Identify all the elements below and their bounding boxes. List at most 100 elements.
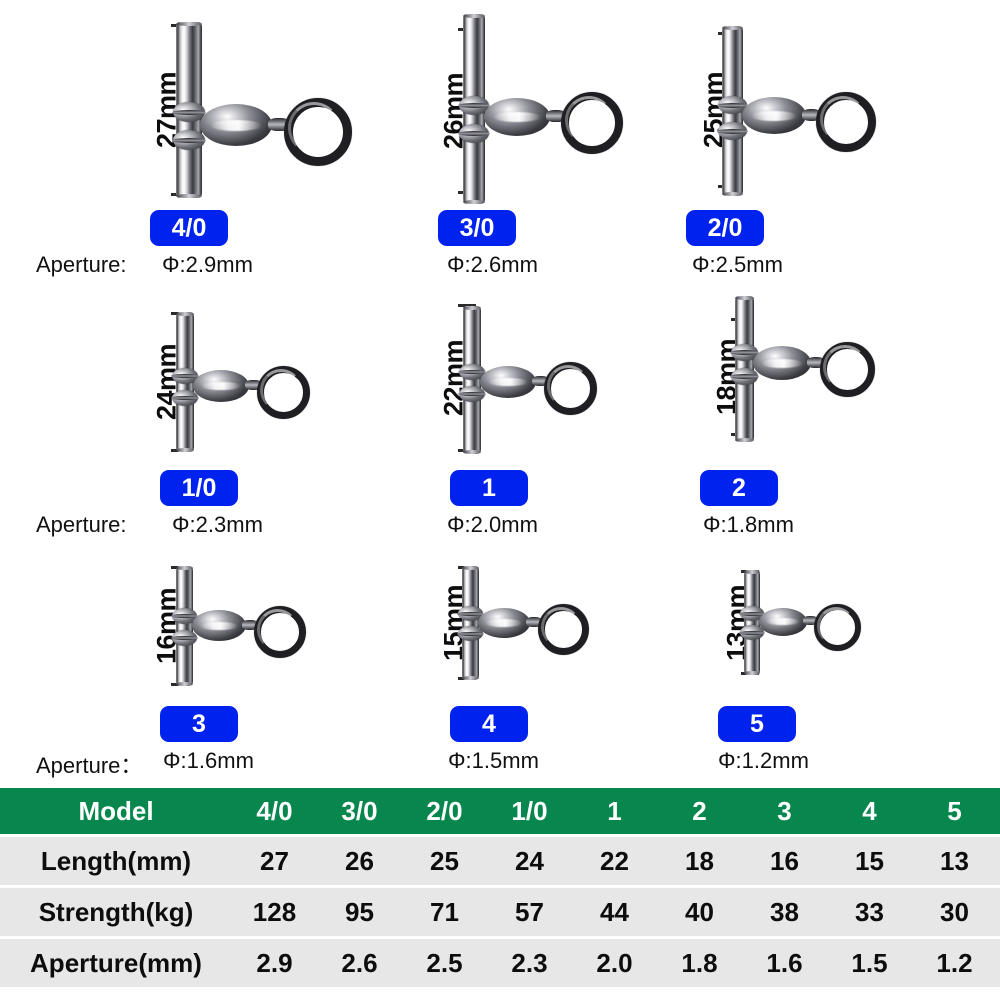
table-cell: 15	[855, 845, 884, 876]
table-cell: 18	[685, 845, 714, 876]
aperture-value: Φ:1.5mm	[448, 748, 539, 773]
product-card-1-0: 24mm 1/0 Aperture: Φ:2.3mm	[0, 296, 333, 544]
aperture-row: Φ:1.2mm	[590, 746, 923, 780]
model-badge[interactable]: 1/0	[160, 470, 238, 506]
swivel-eye-gloss	[817, 607, 855, 645]
swivel-neck	[807, 357, 825, 368]
table-cell: 128	[252, 896, 297, 927]
model-badge[interactable]: 3/0	[438, 210, 516, 246]
swivel-tube	[462, 566, 479, 680]
table-cell: 40	[685, 896, 714, 927]
swivel-collar-rib-lower	[458, 131, 490, 136]
product-card-5: 13mm 5 Φ:1.2mm	[590, 548, 923, 780]
aperture-label: Aperture:	[36, 512, 127, 537]
table-header-cell: 1	[607, 795, 622, 826]
table-cell: 2.6	[341, 947, 378, 978]
table-row: Length(mm) 27 26 25 24 22 18 16 15 13	[0, 837, 1000, 885]
swivel-neck	[803, 616, 818, 625]
aperture-value: Φ:2.6mm	[447, 252, 538, 277]
aperture-row: Φ:1.8mm	[590, 510, 923, 544]
table-cell: 24	[515, 845, 544, 876]
swivel-collar-rib-lower	[457, 632, 484, 636]
model-badge[interactable]: 1	[450, 470, 528, 506]
swivel-barrel-highlight	[201, 382, 241, 390]
table-header-cell: 3/0	[341, 795, 378, 826]
aperture-row: Aperture: Φ:2.3mm	[0, 510, 333, 544]
swivel-eye-gloss	[257, 609, 298, 650]
badge-row: 3	[0, 706, 333, 746]
aperture-value: Φ:1.8mm	[703, 512, 794, 537]
row-label: Strength(kg)	[38, 896, 194, 927]
table-cell: 27	[260, 845, 289, 876]
swivel-barrel-highlight	[761, 359, 803, 368]
aperture-value: Φ:2.5mm	[692, 252, 783, 277]
aperture-row: Φ:2.5mm	[590, 250, 923, 284]
swivel-collar-rib-lower	[739, 631, 765, 635]
swivel-collar-rib-upper	[739, 612, 765, 616]
table-cell: 2.5	[426, 947, 463, 978]
swivel-collar-rib-upper	[458, 370, 486, 374]
swivel-barrel-highlight	[766, 618, 800, 625]
table-cell: 57	[515, 896, 544, 927]
product-figure: 22mm	[300, 296, 633, 470]
dimension-cap-top	[458, 304, 476, 307]
swivel-eye-gloss	[260, 369, 302, 411]
badge-row: 1/0	[0, 470, 333, 510]
badge-row: 5	[590, 706, 923, 746]
table-header-cell: 2/0	[426, 795, 463, 826]
aperture-row: Φ:2.0mm	[300, 510, 633, 544]
product-card-3-0: 26mm 3/0 Φ:2.6mm	[300, 0, 633, 284]
product-card-2-0: 25mm 2/0 Φ:2.5mm	[590, 0, 923, 284]
aperture-label: Aperture：	[36, 753, 143, 778]
model-badge[interactable]: 3	[160, 706, 238, 742]
swivel-tube	[463, 306, 481, 454]
swivel-eye-gloss	[823, 345, 867, 389]
swivel-barrel-highlight	[200, 622, 238, 630]
product-figure: 27mm	[0, 0, 352, 210]
swivel-collar-rib-upper	[717, 103, 748, 108]
aperture-label: Aperture:	[36, 252, 127, 277]
aperture-value: Φ:1.6mm	[163, 748, 254, 773]
product-card-2: 18mm 2 Φ:1.8mm	[590, 296, 923, 544]
product-card-3: 16mm 3 Aperture： Φ:1.6mm	[0, 548, 333, 780]
product-figure: 26mm	[300, 0, 633, 210]
swivel-barrel-highlight	[485, 619, 522, 627]
table-cell: 33	[855, 896, 884, 927]
product-card-4: 15mm 4 Φ:1.5mm	[300, 548, 633, 780]
table-cell: 44	[600, 896, 629, 927]
product-grid: 27mm 4/0 Aperture: Φ:2.9mm	[0, 0, 923, 780]
swivel-neck	[245, 380, 262, 390]
badge-row: 1	[300, 470, 633, 510]
badge-row: 2/0	[590, 210, 923, 250]
table-cell: 25	[430, 845, 459, 876]
table-cell: 26	[345, 845, 374, 876]
swivel-collar-rib-upper	[730, 350, 759, 355]
product-figure: 16mm	[0, 548, 333, 706]
table-header-cell: 1/0	[511, 795, 548, 826]
table-cell: 2.9	[256, 947, 293, 978]
table-cell: 1.8	[681, 947, 718, 978]
model-badge[interactable]: 2/0	[686, 210, 764, 246]
badge-row: 2	[590, 470, 923, 510]
product-card-1: 22mm 1 Φ:2.0mm	[300, 296, 633, 544]
product-figure: 25mm	[590, 0, 923, 210]
model-badge[interactable]: 4/0	[150, 210, 228, 246]
table-cell: 30	[940, 896, 969, 927]
table-cell: 2.3	[511, 947, 548, 978]
model-badge[interactable]: 4	[450, 706, 528, 742]
aperture-value: Φ:2.9mm	[162, 252, 253, 277]
row-label: Aperture(mm)	[30, 947, 202, 978]
swivel-barrel-highlight	[210, 120, 262, 131]
spec-table: Model 4/0 3/0 2/0 1/0 1 2 3 4 5 Length(m…	[0, 788, 1000, 987]
swivel-barrel-highlight	[488, 378, 528, 386]
product-figure: 15mm	[300, 548, 633, 706]
product-card-4-0: 27mm 4/0 Aperture: Φ:2.9mm	[0, 0, 352, 284]
model-badge[interactable]: 2	[700, 470, 778, 506]
table-row: Aperture(mm) 2.9 2.6 2.5 2.3 2.0 1.8 1.6…	[0, 939, 1000, 987]
aperture-row: Aperture： Φ:1.6mm	[0, 746, 333, 780]
swivel-neck	[242, 620, 258, 630]
swivel-collar-rib-lower	[171, 636, 198, 640]
table-row: Strength(kg) 128 95 71 57 44 40 38 33 30	[0, 888, 1000, 936]
table-header-cell: 4	[862, 795, 877, 826]
model-badge[interactable]: 5	[718, 706, 796, 742]
